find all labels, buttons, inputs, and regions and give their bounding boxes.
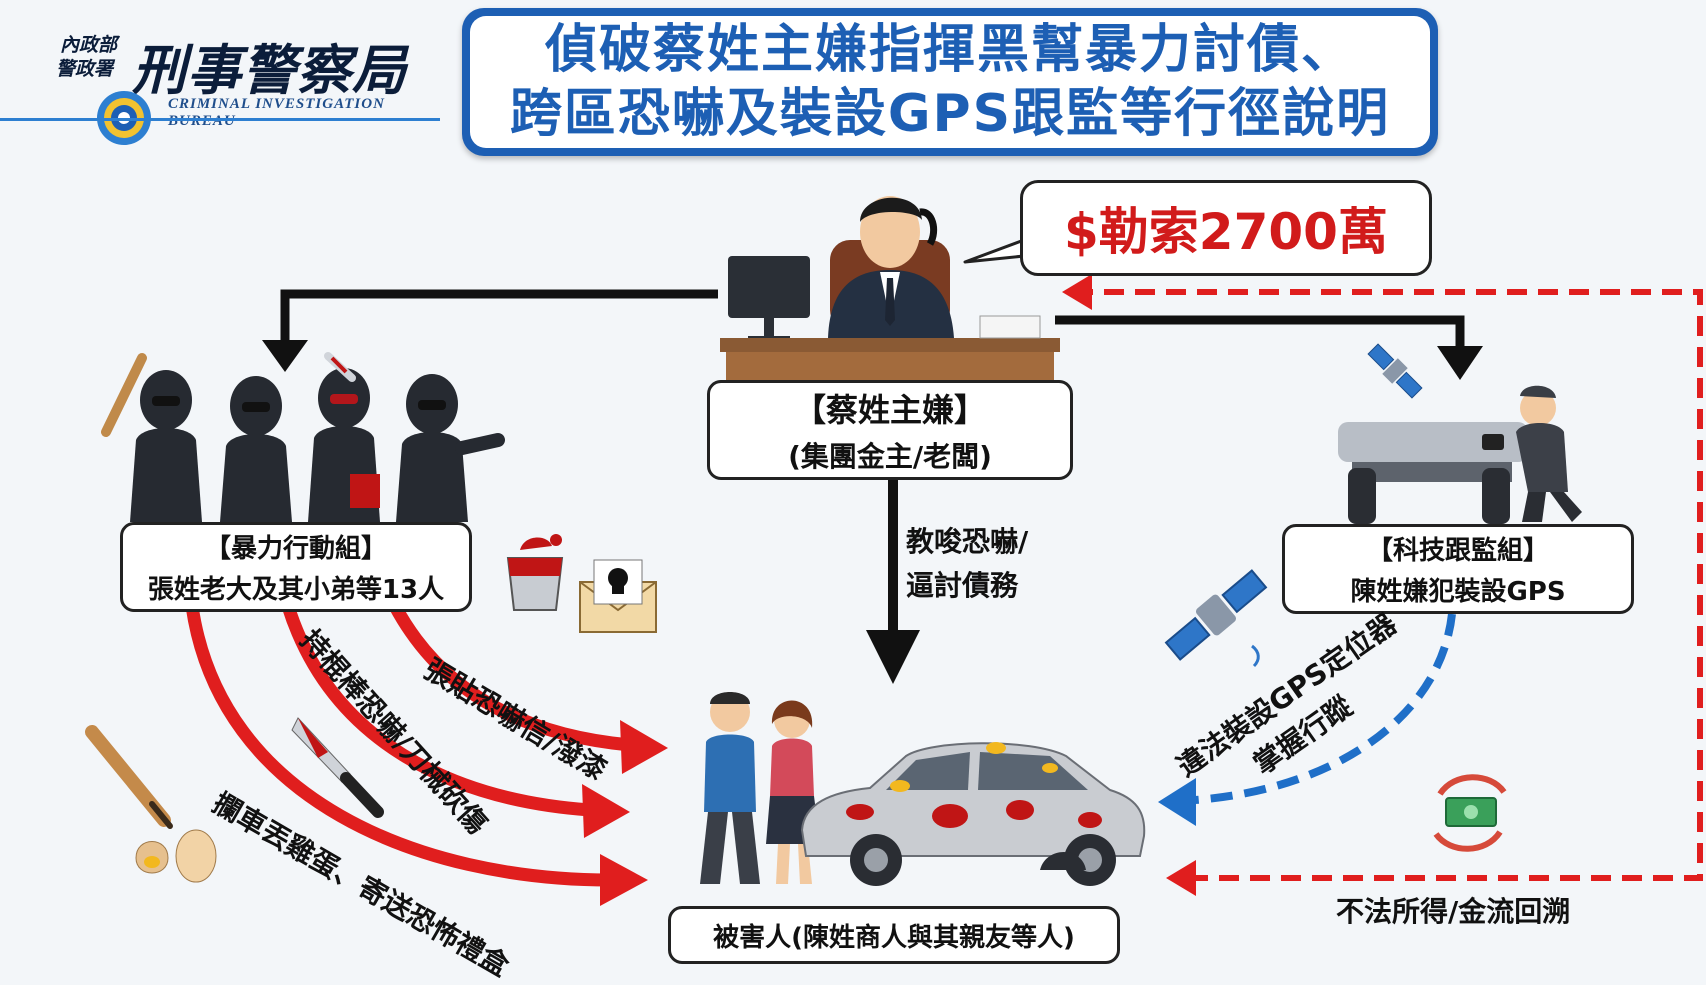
- red-arrowhead-2: [582, 784, 630, 838]
- title-line-2: 跨區恐嚇及裝設GPS跟監等行徑說明: [509, 84, 1391, 144]
- blue-arrowhead: [1158, 778, 1196, 826]
- red-arrowhead-1: [620, 720, 668, 774]
- red-dashed-money-loop: [1088, 289, 1703, 881]
- red-arrow-stick: [281, 604, 591, 817]
- violence-group-name: 【暴力行動組】: [204, 534, 387, 564]
- eggs-icon: [135, 829, 217, 883]
- tech-group-name: 【科技跟監組】: [1366, 536, 1549, 566]
- boss-box: 【蔡姓主嫌】 (集團金主/老闆): [707, 380, 1073, 480]
- tech-group-members: 陳姓嫌犯裝設GPS: [1350, 577, 1566, 607]
- boss-name: 【蔡姓主嫌】: [793, 391, 986, 429]
- bat-icon: [85, 725, 173, 829]
- arrowhead-victim: [866, 630, 920, 684]
- violence-group-box: 【暴力行動組】 張姓老大及其小弟等13人: [120, 522, 472, 612]
- logo-bureau-name: 刑事警察局: [132, 39, 407, 102]
- blue-dashed-gps-arrow: [1194, 613, 1456, 804]
- arrow-boss-to-tech: [1055, 315, 1465, 356]
- title-line-1: 偵破蔡姓主嫌指揮黑幫暴力討債、: [544, 20, 1355, 80]
- red-arrow-post-letters: [389, 602, 631, 752]
- red-dashed-arrowhead-bottom: [1166, 860, 1196, 896]
- red-arrow-eggs: [185, 605, 611, 887]
- logo-underline: [0, 118, 440, 121]
- title-banner: 偵破蔡姓主嫌指揮黑幫暴力討債、 跨區恐嚇及裝設GPS跟監等行徑說明: [462, 8, 1438, 156]
- ransom-bubble: $勒索2700萬: [1020, 180, 1432, 276]
- instigate-line-1: 教唆恐嚇/: [906, 525, 1029, 558]
- ransom-amount: $勒索2700萬: [1064, 203, 1388, 261]
- threat-letter-icon: [579, 559, 657, 633]
- arrowhead-tech: [1437, 346, 1483, 380]
- satellite-icon-middle: [1164, 569, 1268, 668]
- boss-role: (集團金主/老闆): [788, 440, 992, 473]
- red-arrowhead-3: [600, 854, 648, 906]
- instigate-line-2: 逼討債務: [906, 569, 1019, 602]
- victim-label: 被害人(陳姓商人與其親友等人): [713, 922, 1075, 953]
- satellite-icon-top: [1367, 343, 1423, 399]
- logo-english-name: CRIMINAL INVESTIGATION BUREAU: [168, 96, 385, 129]
- violence-group-members: 張姓老大及其小弟等13人: [147, 575, 445, 605]
- boss-illustration: [720, 196, 1060, 380]
- red-dashed-arrowhead-top: [1062, 274, 1092, 310]
- victims-illustration: [700, 692, 820, 884]
- knife-icon: [291, 717, 384, 818]
- logo-line-ministry: 內政部: [60, 34, 118, 56]
- logo-line-agency: 警政署: [56, 58, 114, 80]
- arrows-layer: [185, 238, 1703, 906]
- victim-box: 被害人(陳姓商人與其親友等人): [668, 906, 1120, 964]
- thugs-illustration: [101, 352, 505, 522]
- damaged-car-illustration: [800, 742, 1146, 886]
- arrow-boss-to-violence: [280, 289, 718, 352]
- label-money-trace: 不法所得/金流回溯: [1336, 895, 1571, 928]
- gps-installer-illustration: [1338, 385, 1582, 524]
- bureau-logo: 內政部 警政署 刑事警察局 CRIMINAL INVESTIGATION BUR…: [0, 26, 440, 145]
- tech-group-box: 【科技跟監組】 陳姓嫌犯裝設GPS: [1282, 524, 1634, 614]
- money-trace-icon: [1433, 774, 1507, 852]
- paint-bucket-icon: [506, 534, 564, 611]
- arrowhead-violence: [262, 340, 308, 372]
- instigate-label: 教唆恐嚇/ 逼討債務: [906, 520, 1028, 604]
